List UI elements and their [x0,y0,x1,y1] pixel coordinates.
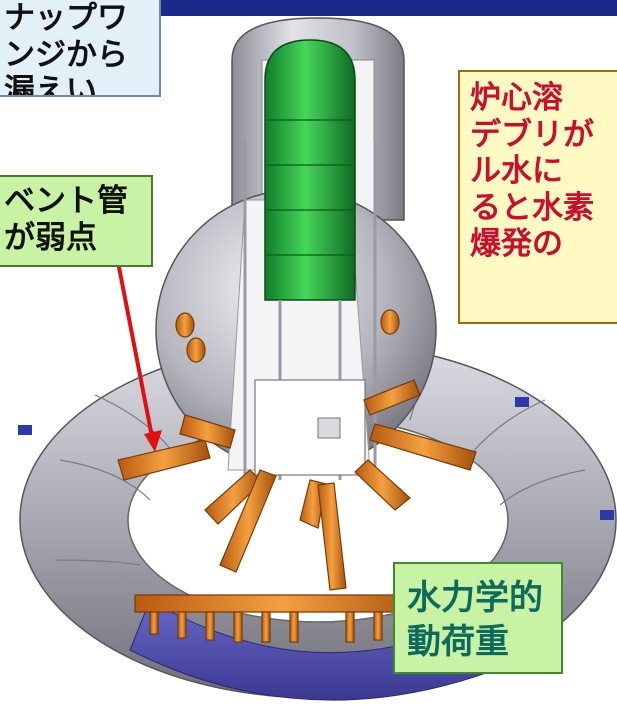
core-line-5: 爆発の [470,226,563,263]
hydro-line-1: 水力学的 [407,578,543,618]
reactor-pressure-vessel [243,39,377,480]
label-hydrodynamic-load: 水力学的 動荷重 [393,562,563,674]
core-line-3: ル水に [470,153,563,190]
vent-line-1: ベント管 [4,183,128,219]
hydro-line-2: 動荷重 [407,622,509,663]
title-bar [150,0,617,16]
label-core-melt: 炉心溶 デブリが ル水に ると水素 爆発の [458,70,617,324]
weak-point-arrow [116,261,162,452]
core-line-1: 炉心溶 [470,80,563,116]
vent-pipes [117,309,477,643]
vent-line-2: が弱点 [4,219,97,256]
flange-line-1: ナップワ [4,0,128,36]
core-line-2: デブリが [470,116,594,153]
label-flange-leak: ナップワ ンジから 漏えい [0,0,161,97]
flange-line-3: 漏えい [4,73,97,97]
core-line-4: ると水素 [470,189,594,226]
label-vent-weakpoint: ベント管 が弱点 [0,175,153,267]
flange-line-2: ンジから [4,36,128,73]
